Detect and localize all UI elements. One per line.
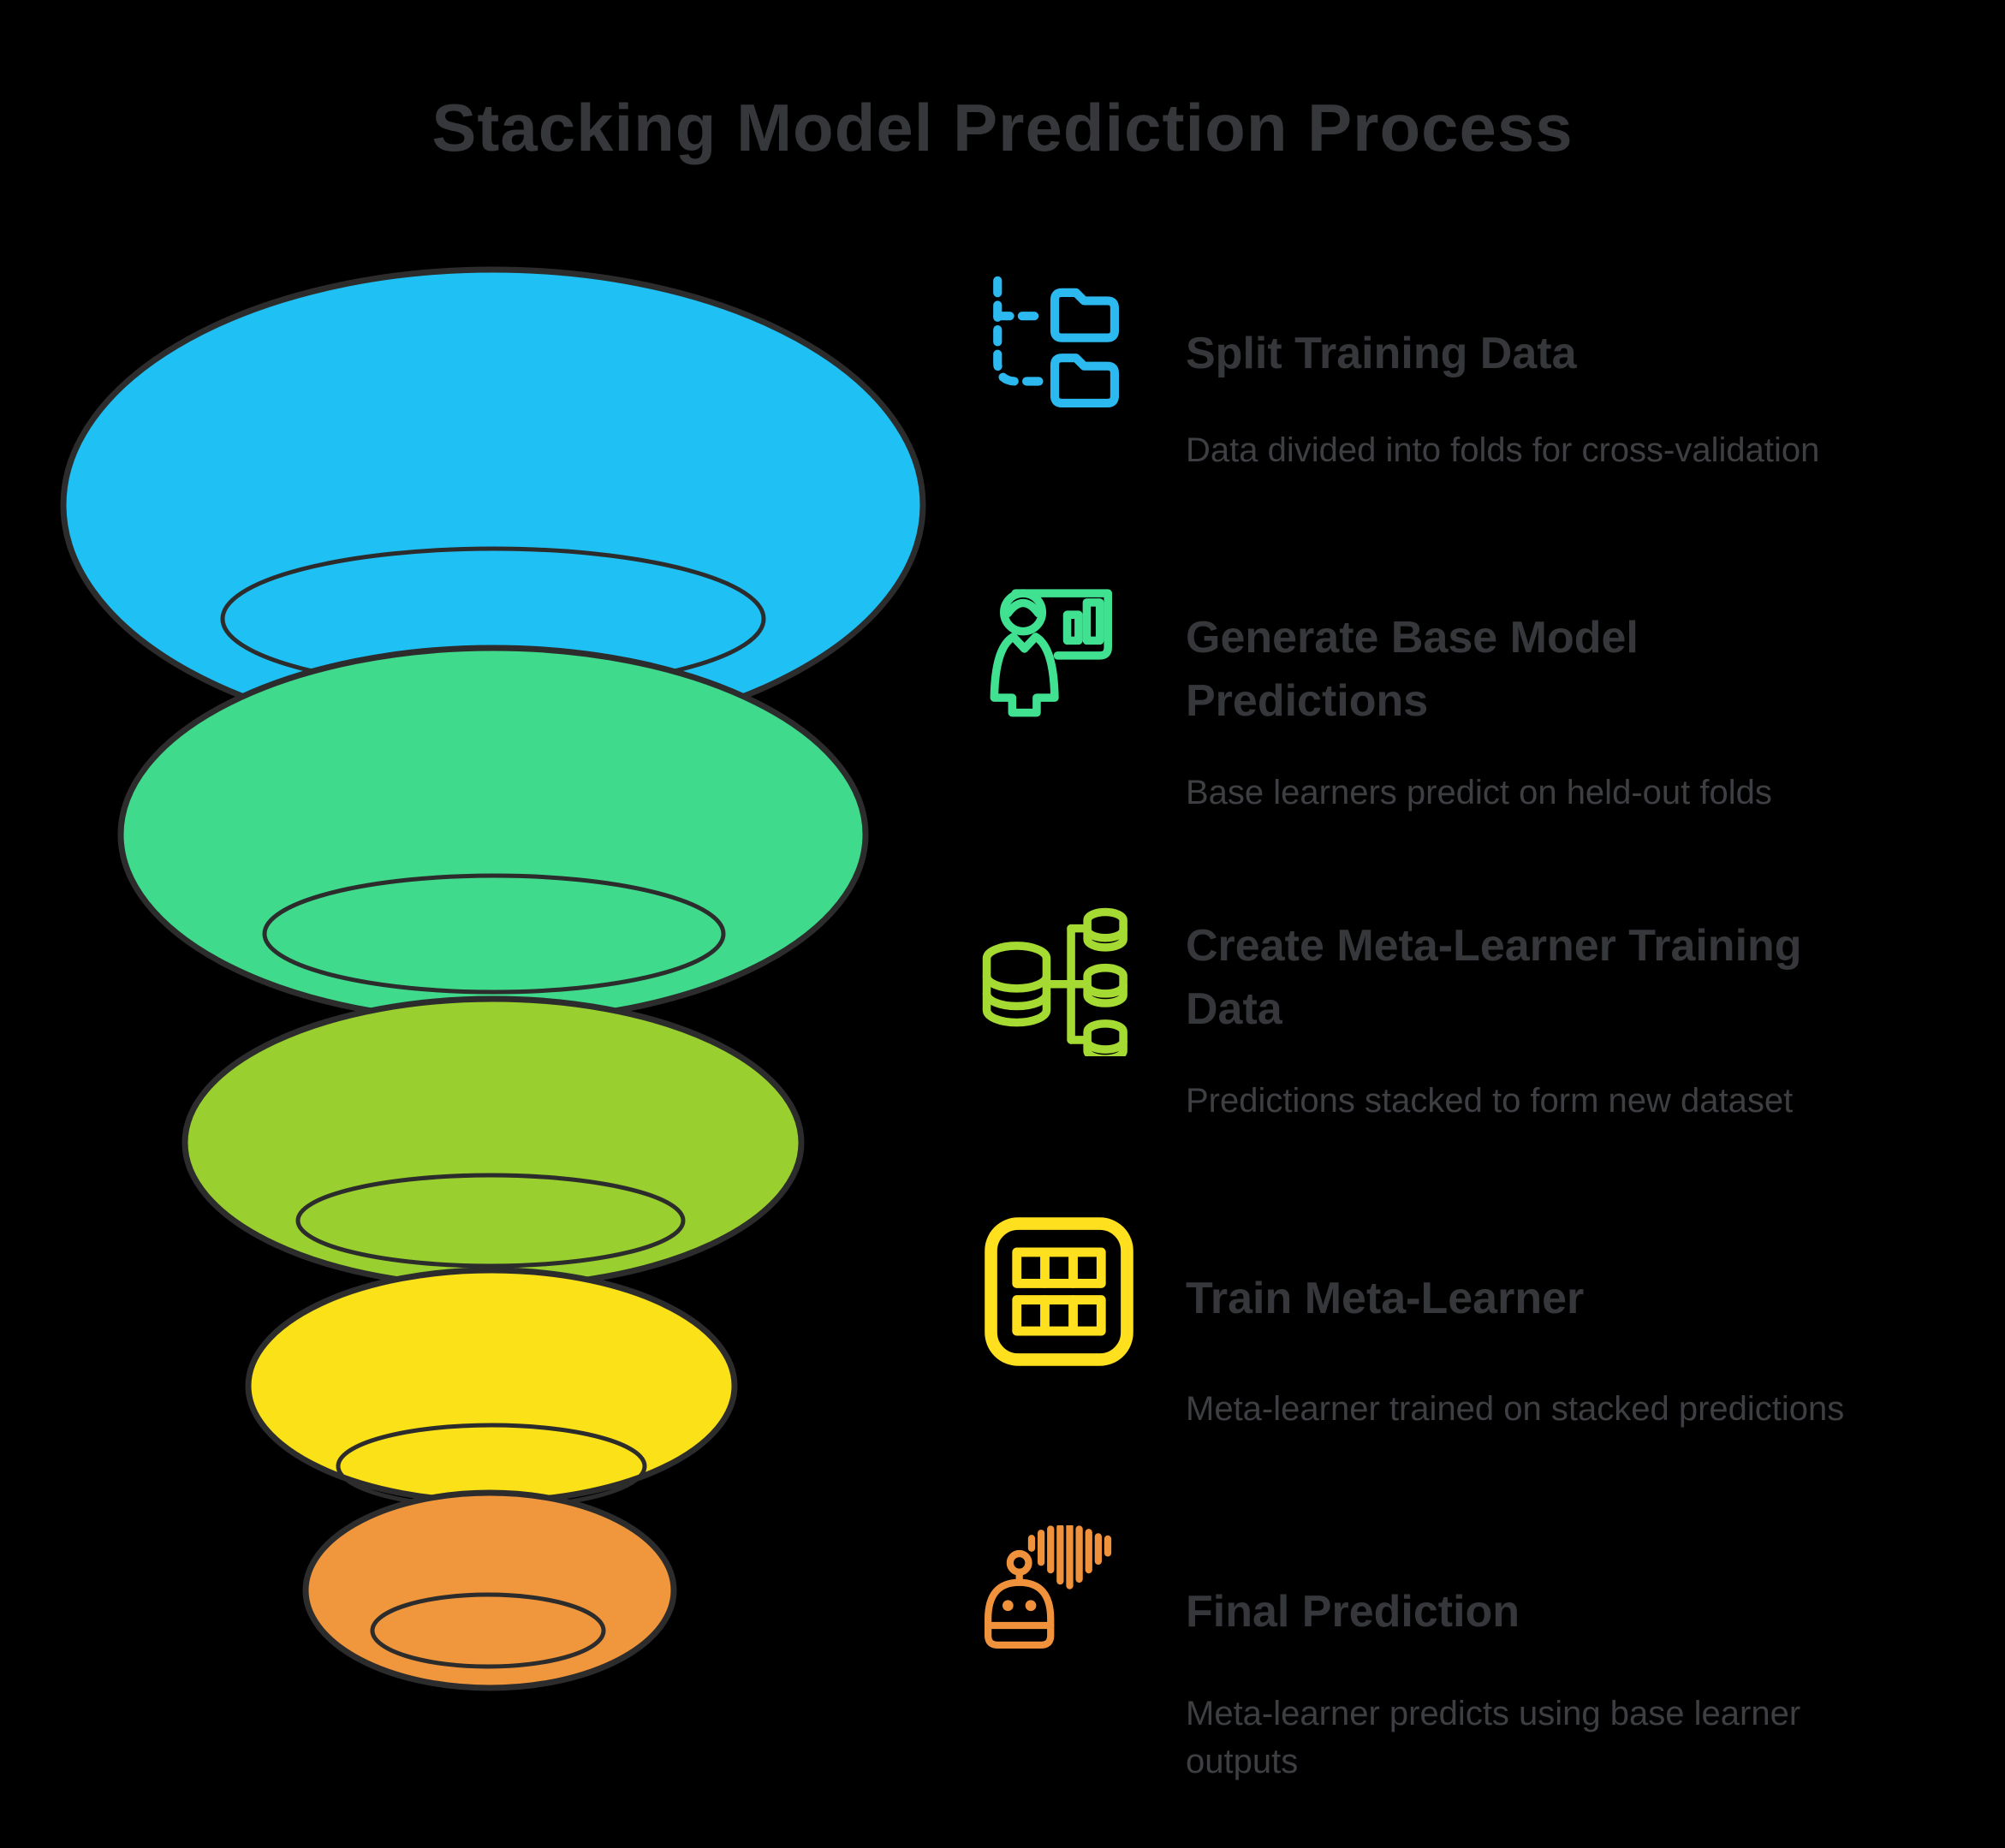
funnel-opening-final-prediction [370, 1592, 606, 1669]
table-grid-icon [983, 1215, 1135, 1368]
step-subtitle-train-meta-learner: Meta-learner trained on stacked predicti… [1186, 1390, 1845, 1428]
step-subtitle-create-meta-learner-training-data: Predictions stacked to form new dataset [1186, 1082, 1794, 1120]
step-subtitle-split-training-data: Data divided into folds for cross-valida… [1186, 431, 1820, 469]
step-title-final-prediction: Final Prediction [1186, 1587, 1520, 1637]
funnel-opening-generate-base-predictions [262, 873, 726, 995]
robot-voice-icon [979, 1525, 1131, 1678]
funnel-level-create-meta-training-data [181, 995, 805, 1290]
funnel-level-generate-base-predictions [117, 645, 869, 1025]
page-title: Stacking Model Prediction Process [431, 90, 1574, 165]
step-subtitle-final-prediction: Meta-learner predicts using base learner… [1186, 1695, 1801, 1780]
funnel-level-final-prediction [302, 1489, 677, 1691]
step-title-train-meta-learner: Train Meta-Learner [1186, 1274, 1585, 1323]
funnel-opening-create-meta-training-data [295, 1173, 686, 1269]
database-branch-icon [979, 904, 1131, 1056]
step-title-generate-base-model-predictions: Generate Base Model Predictions [1186, 613, 1639, 726]
funnel-level-train-meta-learner [245, 1267, 738, 1505]
step-title-split-training-data: Split Training Data [1186, 329, 1577, 378]
folder-tree-icon [979, 267, 1131, 419]
step-subtitle-generate-base-model-predictions: Base learners predict on held-out folds [1186, 774, 1772, 811]
step-title-create-meta-learner-training-data: Create Meta-Learner Training Data [1186, 921, 1802, 1034]
person-presenting-chart-icon [983, 589, 1135, 741]
